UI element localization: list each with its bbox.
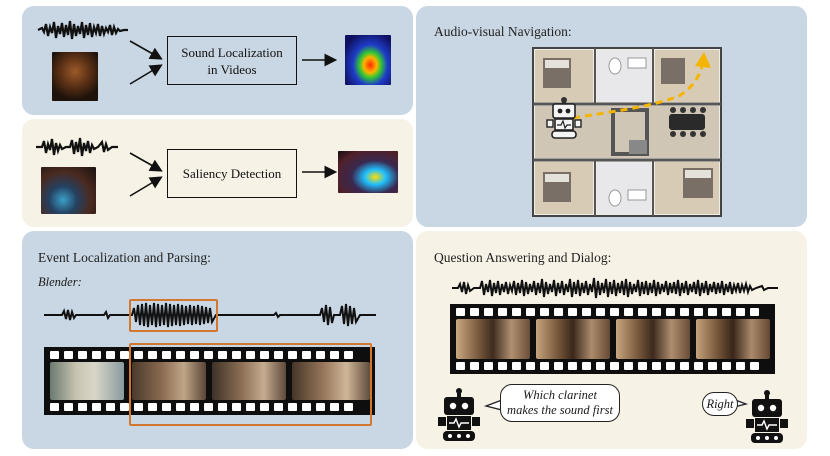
sound-localization-box: Sound Localization in Videos — [167, 36, 297, 85]
video-frame — [456, 319, 530, 359]
waveform-icon — [44, 302, 376, 328]
arrow-icon — [129, 40, 163, 85]
floorplan-icon — [532, 47, 722, 217]
arrow-icon — [302, 165, 338, 179]
arrow-icon — [129, 152, 163, 197]
video-event-highlight — [129, 343, 372, 426]
film-holes-bottom — [44, 403, 375, 412]
saliency-detection-box: Saliency Detection — [167, 149, 297, 198]
event-localization-title: Event Localization and Parsing: — [38, 250, 211, 265]
waveform-icon — [452, 277, 778, 299]
waveform-icon — [36, 137, 118, 157]
sound-localization-label-line1: Sound Localization — [181, 44, 283, 60]
arrow-icon — [302, 53, 338, 67]
blender-label: Blender: — [38, 275, 82, 289]
saliency-detection-label: Saliency Detection — [182, 166, 282, 181]
video-frame — [50, 362, 124, 400]
question-line2: makes the sound first — [507, 403, 613, 417]
robot-icon — [746, 390, 788, 443]
video-frame — [132, 362, 206, 400]
audio-event-highlight — [129, 299, 218, 332]
robot-icon — [438, 388, 480, 441]
crowd-scene-image — [41, 167, 96, 214]
navigation-title: Audio-visual Navigation: — [434, 24, 572, 39]
cello-player-image — [52, 52, 98, 101]
film-holes-bottom — [450, 362, 775, 371]
film-strip-icon — [44, 347, 375, 415]
film-strip-icon — [450, 304, 775, 374]
film-holes-top — [450, 308, 775, 317]
answer-bubble: Right — [702, 392, 738, 416]
film-holes-top — [44, 351, 375, 360]
robot-icon — [546, 97, 582, 139]
question-bubble: Which clarinet makes the sound first — [500, 384, 620, 422]
video-frame — [292, 362, 370, 400]
video-frame — [616, 319, 690, 359]
heatmap-icon — [345, 35, 391, 85]
qa-dialog-title: Question Answering and Dialog: — [434, 250, 612, 265]
sound-localization-label-line2: in Videos — [207, 61, 257, 77]
waveform-icon — [37, 20, 128, 40]
answer-text: Right — [706, 396, 734, 411]
question-line1: Which clarinet — [523, 388, 597, 402]
saliency-map-image — [338, 151, 398, 193]
video-frame — [212, 362, 286, 400]
video-frame — [536, 319, 610, 359]
video-frame — [696, 319, 770, 359]
